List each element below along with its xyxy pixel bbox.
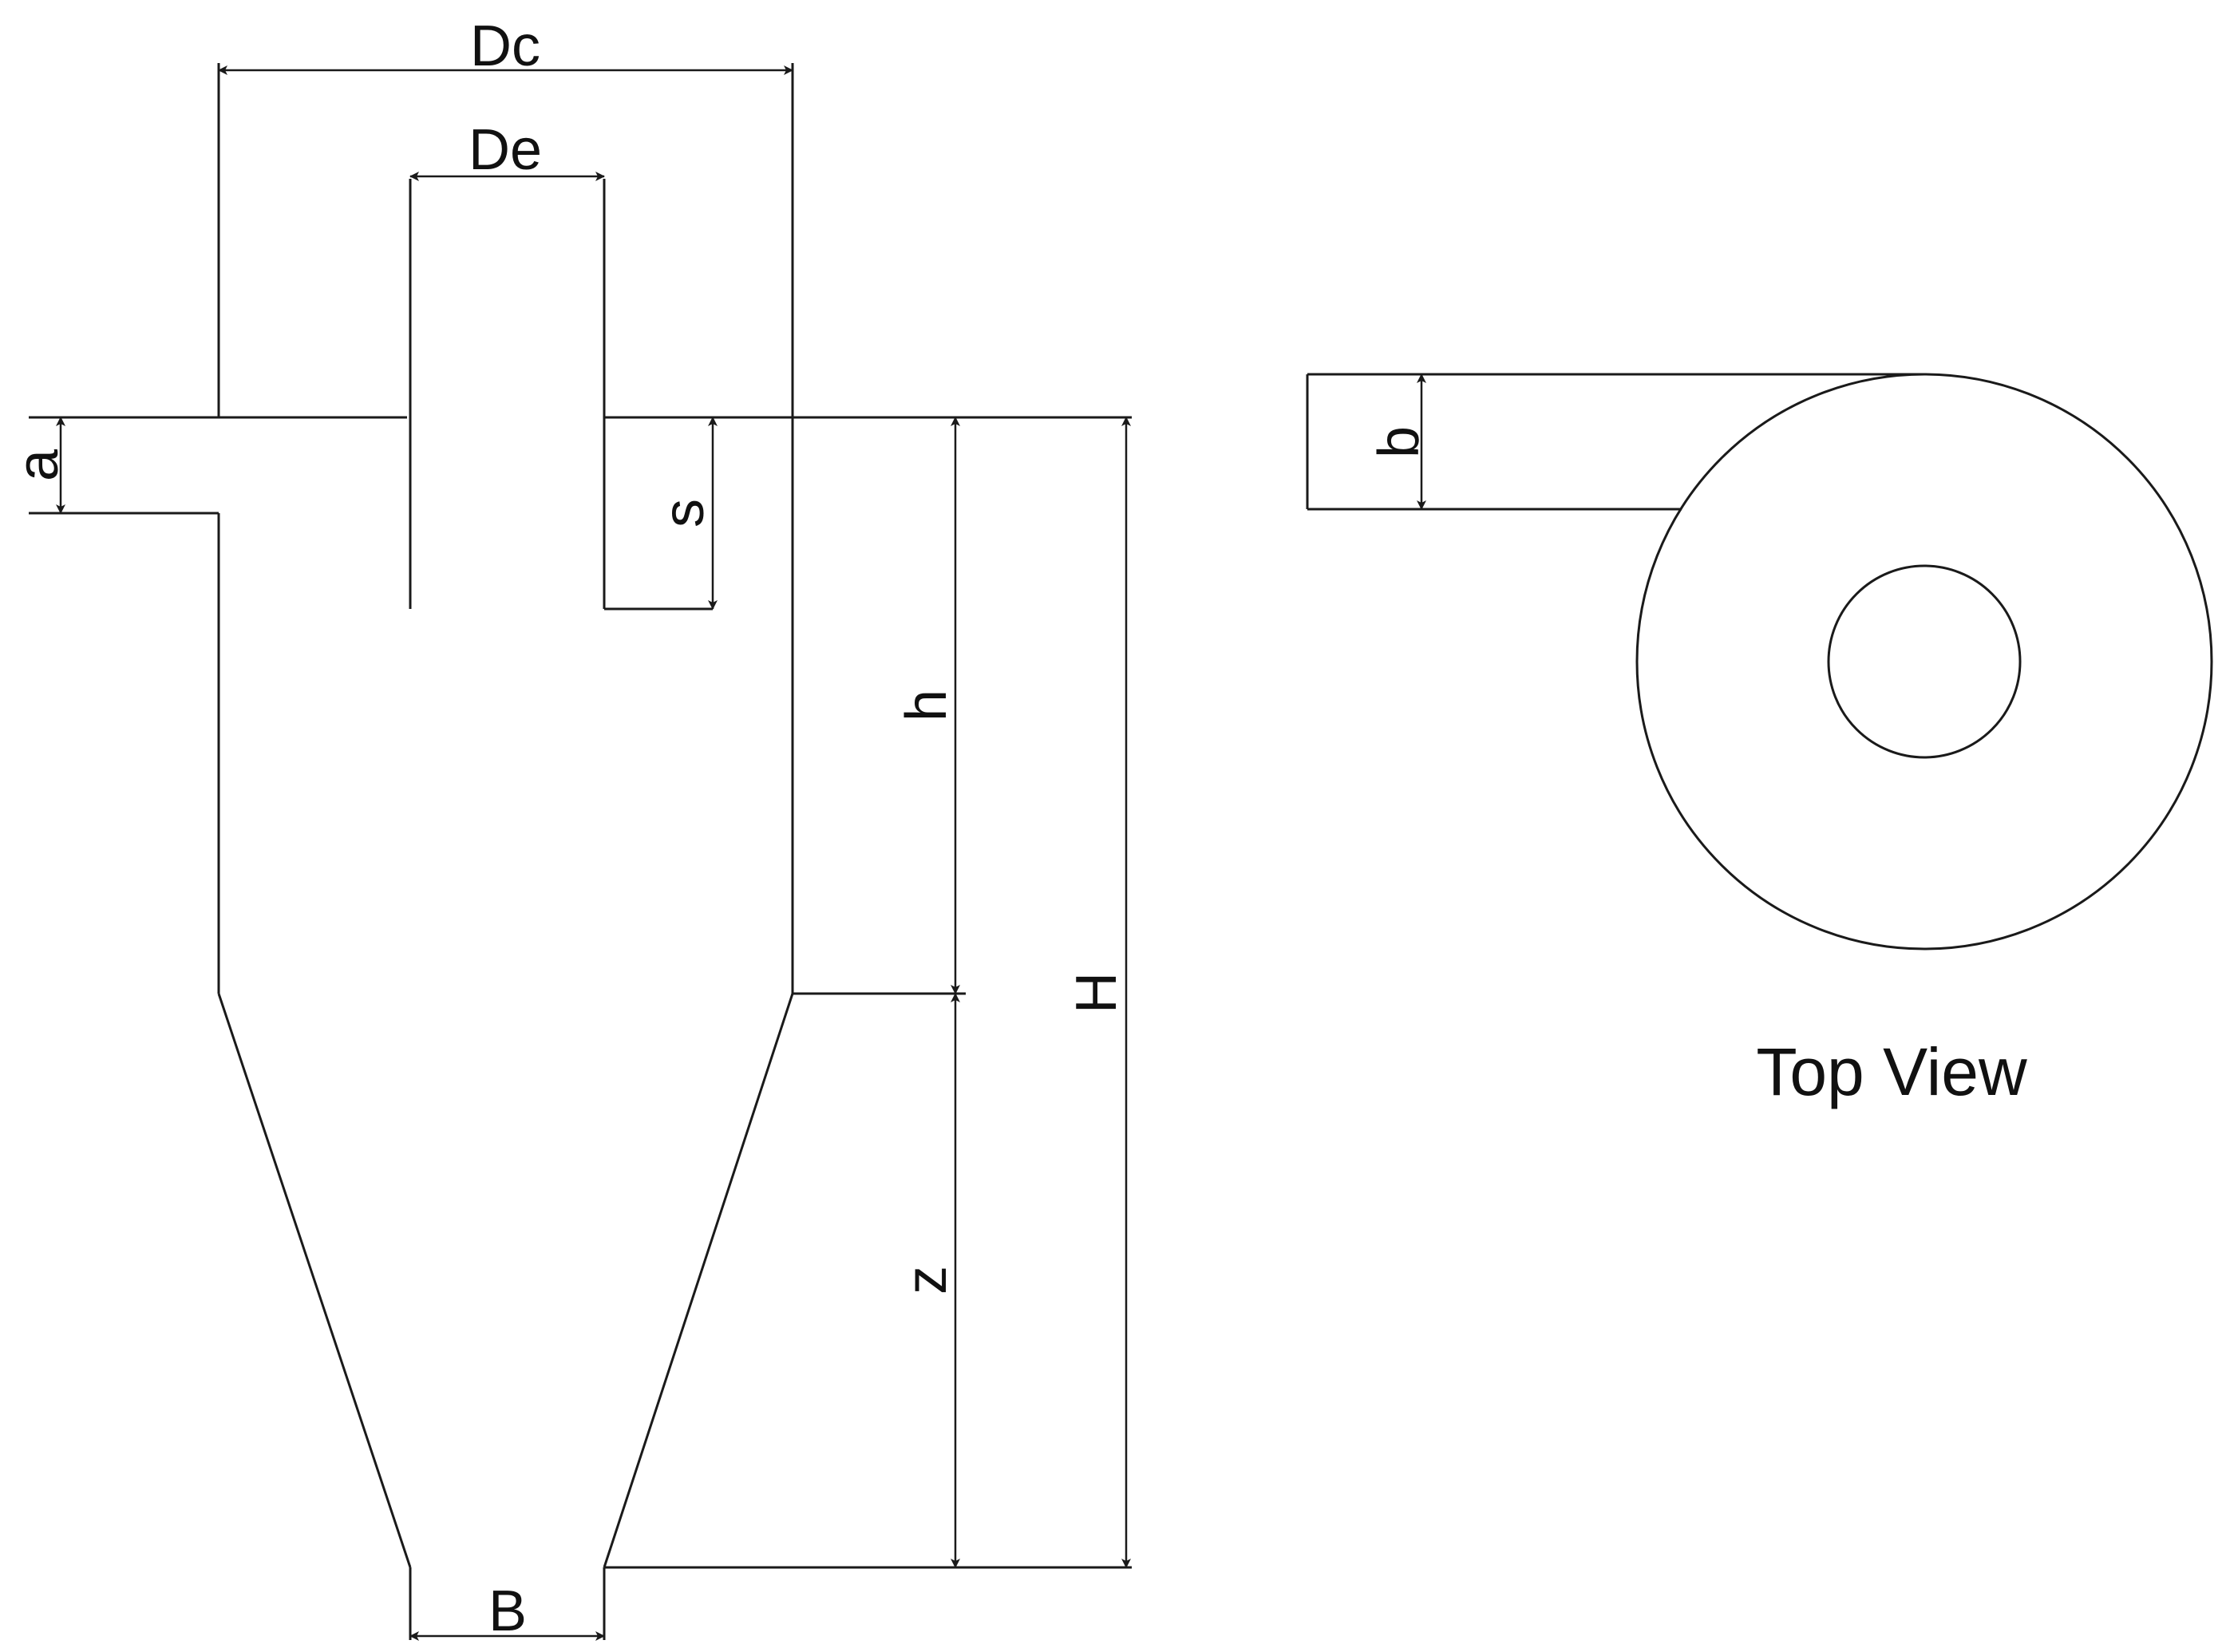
dc-label: Dc bbox=[470, 14, 540, 78]
H-label: H bbox=[1065, 972, 1129, 1014]
h-label: h bbox=[895, 690, 959, 721]
top-view: b Top View bbox=[1306, 373, 2213, 1109]
top-view-inner-circle bbox=[1827, 564, 2022, 759]
b-label: b bbox=[1367, 426, 1431, 458]
cone-left-wall bbox=[217, 993, 412, 1568]
cone-right-wall bbox=[603, 993, 794, 1568]
dimensions bbox=[56, 65, 1131, 1641]
top-view-caption: Top View bbox=[1756, 1034, 2027, 1109]
a-label: a bbox=[6, 449, 70, 481]
dimension-labels: Dc De a s h z H B bbox=[6, 14, 1129, 1643]
de-label: De bbox=[469, 118, 542, 182]
top-view-outer-circle bbox=[1635, 373, 2213, 950]
B-label: B bbox=[488, 1579, 527, 1643]
side-view bbox=[29, 63, 1132, 1640]
s-label: s bbox=[652, 499, 716, 528]
z-label: z bbox=[895, 1266, 959, 1294]
